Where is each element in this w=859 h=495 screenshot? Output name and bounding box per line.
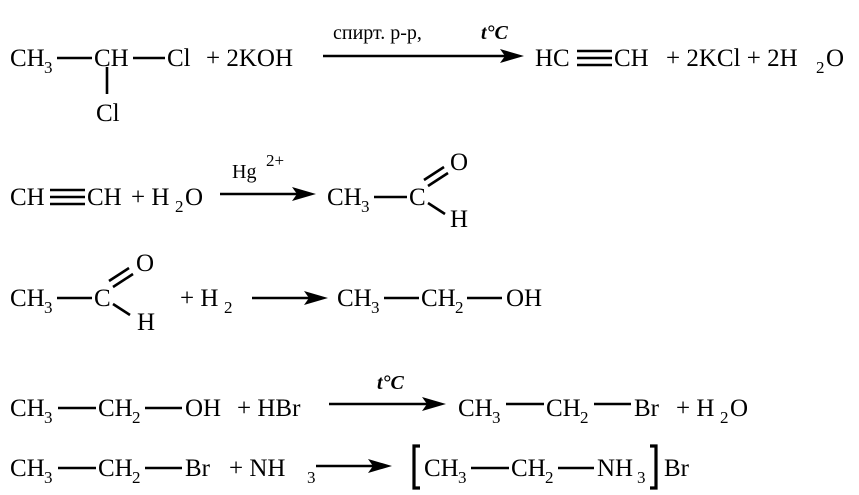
arrowhead [422,397,446,411]
subscript-3: 3 [371,298,380,317]
ch2-label: CH [421,285,456,312]
h-label: H [137,309,155,336]
nh-label: NH [597,455,633,482]
ch3-label: CH [10,285,45,312]
arrowhead [292,187,316,201]
subscript-3: 3 [44,298,53,317]
subscript-3: 3 [458,468,467,487]
hydrogen-reagent: + H [180,285,218,312]
hbr-reagent: + HBr [237,395,301,422]
subscript-3: 3 [44,408,53,427]
ch3-label: CH [424,455,459,482]
c-label: C [94,285,111,312]
subscript-3: 3 [492,408,501,427]
condition-temperature: t°C [481,22,509,44]
c-label: C [409,184,426,211]
reaction-3: CH 3 C O H + H 2 CH 3 CH 2 OH [10,250,542,336]
subscript-2: 2 [455,298,464,317]
condition-solvent: спирт. р-р, [333,22,422,44]
cl-label: Cl [167,45,191,72]
reaction-5: CH 3 CH 2 Br + NH 3 CH 3 CH 2 NH 3 Br [10,444,690,490]
o-label: O [185,184,203,211]
single-bond [427,201,446,216]
cl-label-lower: Cl [96,100,120,127]
o-label: O [136,250,154,277]
ch-label: CH [10,184,45,211]
ch-label: CH [87,184,122,211]
double-bond-line [423,165,445,182]
o-label: O [450,149,468,176]
water-reagent: + H [131,184,169,211]
kcl-products: + 2KCl + 2H [666,45,798,72]
subscript-2: 2 [132,468,141,487]
reaction-2: CH CH + H 2 O Hg 2+ CH 3 C O H [10,149,468,233]
condition-temperature: t°C [377,372,405,394]
ch3-label: CH [10,455,45,482]
subscript-2: 2 [580,408,589,427]
left-bracket [412,444,420,490]
reaction-4: CH 3 CH 2 OH + HBr t°C CH 3 CH 2 Br + H … [10,372,748,427]
ammonia-reagent: + NH [229,455,285,482]
water-product: + H [676,395,714,422]
ch3-label: CH [10,395,45,422]
subscript-2: 2 [720,408,729,427]
o-label: O [826,45,844,72]
ch3-label: CH [337,285,372,312]
single-bond [112,302,131,317]
reaction-1: CH 3 CH Cl Cl + 2KOH спирт. р-р, t°C HC … [10,22,844,127]
arrowhead [368,459,392,473]
o-label: O [730,395,748,422]
subscript-2: 2 [132,408,141,427]
right-bracket [650,444,658,490]
br-label: Br [664,455,690,482]
ch2-label: CH [511,455,546,482]
br-label: Br [634,395,660,422]
subscript-2: 2 [224,298,233,317]
subscript-3: 3 [361,197,370,216]
subscript-3: 3 [44,468,53,487]
koh-reagent: + 2KOH [206,45,293,72]
double-bond-line [108,266,130,283]
oh-label: OH [185,395,221,422]
ch2-label: CH [98,395,133,422]
ch-label: CH [94,45,129,72]
hc-label: HC [535,45,570,72]
subscript-3: 3 [637,468,646,487]
double-bond-line [112,272,134,289]
ch3-label: CH [458,395,493,422]
oh-label: OH [506,285,542,312]
arrowhead [500,49,524,63]
subscript-2: 2 [545,468,554,487]
ch3-label: CH [327,184,362,211]
condition-catalyst: Hg [232,161,256,183]
ch2-label: CH [546,395,581,422]
ch2-label: CH [98,455,133,482]
arrowhead [304,291,328,305]
catalyst-charge: 2+ [266,151,284,170]
subscript-3: 3 [307,468,316,487]
double-bond-line [427,171,449,188]
ch-label: CH [614,45,649,72]
ch3-label: CH [10,45,45,72]
subscript-3: 3 [44,58,53,77]
h-label: H [450,206,468,233]
br-label: Br [185,455,211,482]
subscript-2: 2 [816,58,825,77]
subscript-2: 2 [175,197,184,216]
